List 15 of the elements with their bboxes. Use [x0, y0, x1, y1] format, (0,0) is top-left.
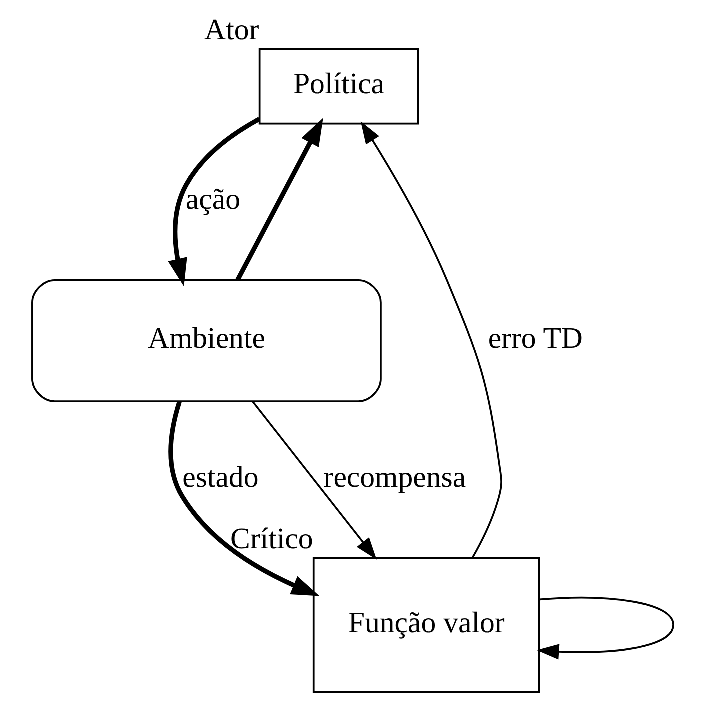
arrow: [360, 122, 502, 558]
arrow: [252, 401, 377, 560]
node-label: Crítico: [230, 522, 314, 556]
node-label: Ator: [204, 14, 260, 47]
edge-label: erro TD: [488, 322, 583, 356]
node-box: Ambiente: [32, 279, 382, 402]
edge-label: ação: [186, 183, 241, 216]
node-box: Política: [258, 48, 420, 125]
node-box: Função valor: [312, 557, 540, 694]
edge-label: recompensa: [324, 460, 466, 494]
arrow: [168, 117, 261, 287]
arrow: [236, 118, 324, 282]
arrow: [168, 401, 320, 596]
arrow: [536, 597, 674, 660]
edge-label: estado: [182, 460, 259, 494]
